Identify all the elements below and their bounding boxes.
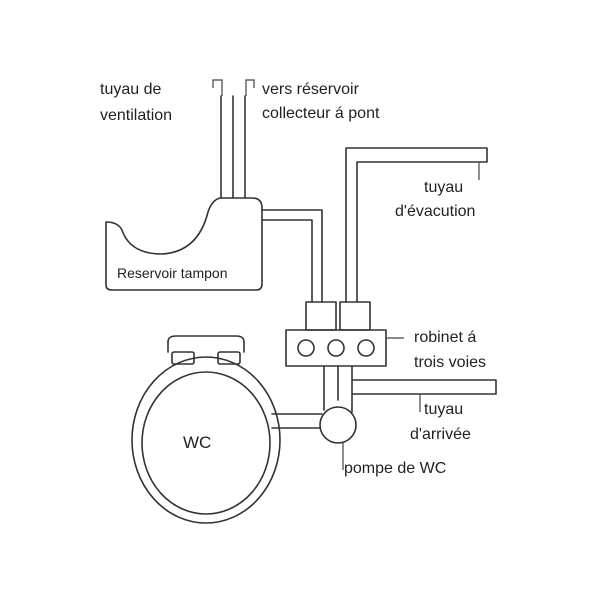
discharge-pipe <box>345 147 488 303</box>
valve-connector-left <box>305 301 337 331</box>
inlet-pipe-label-line1: tuyau <box>424 401 463 418</box>
valve-label-line2: trois voies <box>414 354 486 371</box>
vent-pipe-label-line1: tuyau de <box>100 81 161 98</box>
wc-bowl <box>131 335 281 524</box>
tank-to-valve-pipe <box>261 209 323 303</box>
valve-port-1 <box>297 339 315 357</box>
to-tank-label-line1: vers réservoir <box>262 81 360 98</box>
valve-to-pump-pipe <box>323 365 339 411</box>
vent-pipes <box>220 95 246 199</box>
vent-pipe-leader <box>212 79 223 96</box>
valve-label-line1: robinet á <box>414 329 476 346</box>
buffer-tank <box>105 197 263 291</box>
inlet-pipe-label-line2: d'arrivée <box>410 426 471 443</box>
three-way-valve <box>285 329 387 367</box>
wc-pump <box>319 406 357 444</box>
wc-pump-label: pompe de WC <box>344 460 446 477</box>
to-tank-leader <box>245 79 255 96</box>
valve-connector-right <box>339 301 371 331</box>
to-tank-label-line2: collecteur á pont <box>262 105 380 122</box>
buffer-tank-label: Reservoir tampon <box>117 265 228 281</box>
discharge-pipe-label-line1: tuyau <box>424 179 463 196</box>
discharge-pipe-label-line2: d'évacution <box>395 203 475 220</box>
valve-port-2 <box>327 339 345 357</box>
valve-port-3 <box>357 339 375 357</box>
vent-pipe-label-line2: ventilation <box>100 107 172 124</box>
wc-label: WC <box>183 433 211 452</box>
inlet-pipe <box>351 365 497 413</box>
